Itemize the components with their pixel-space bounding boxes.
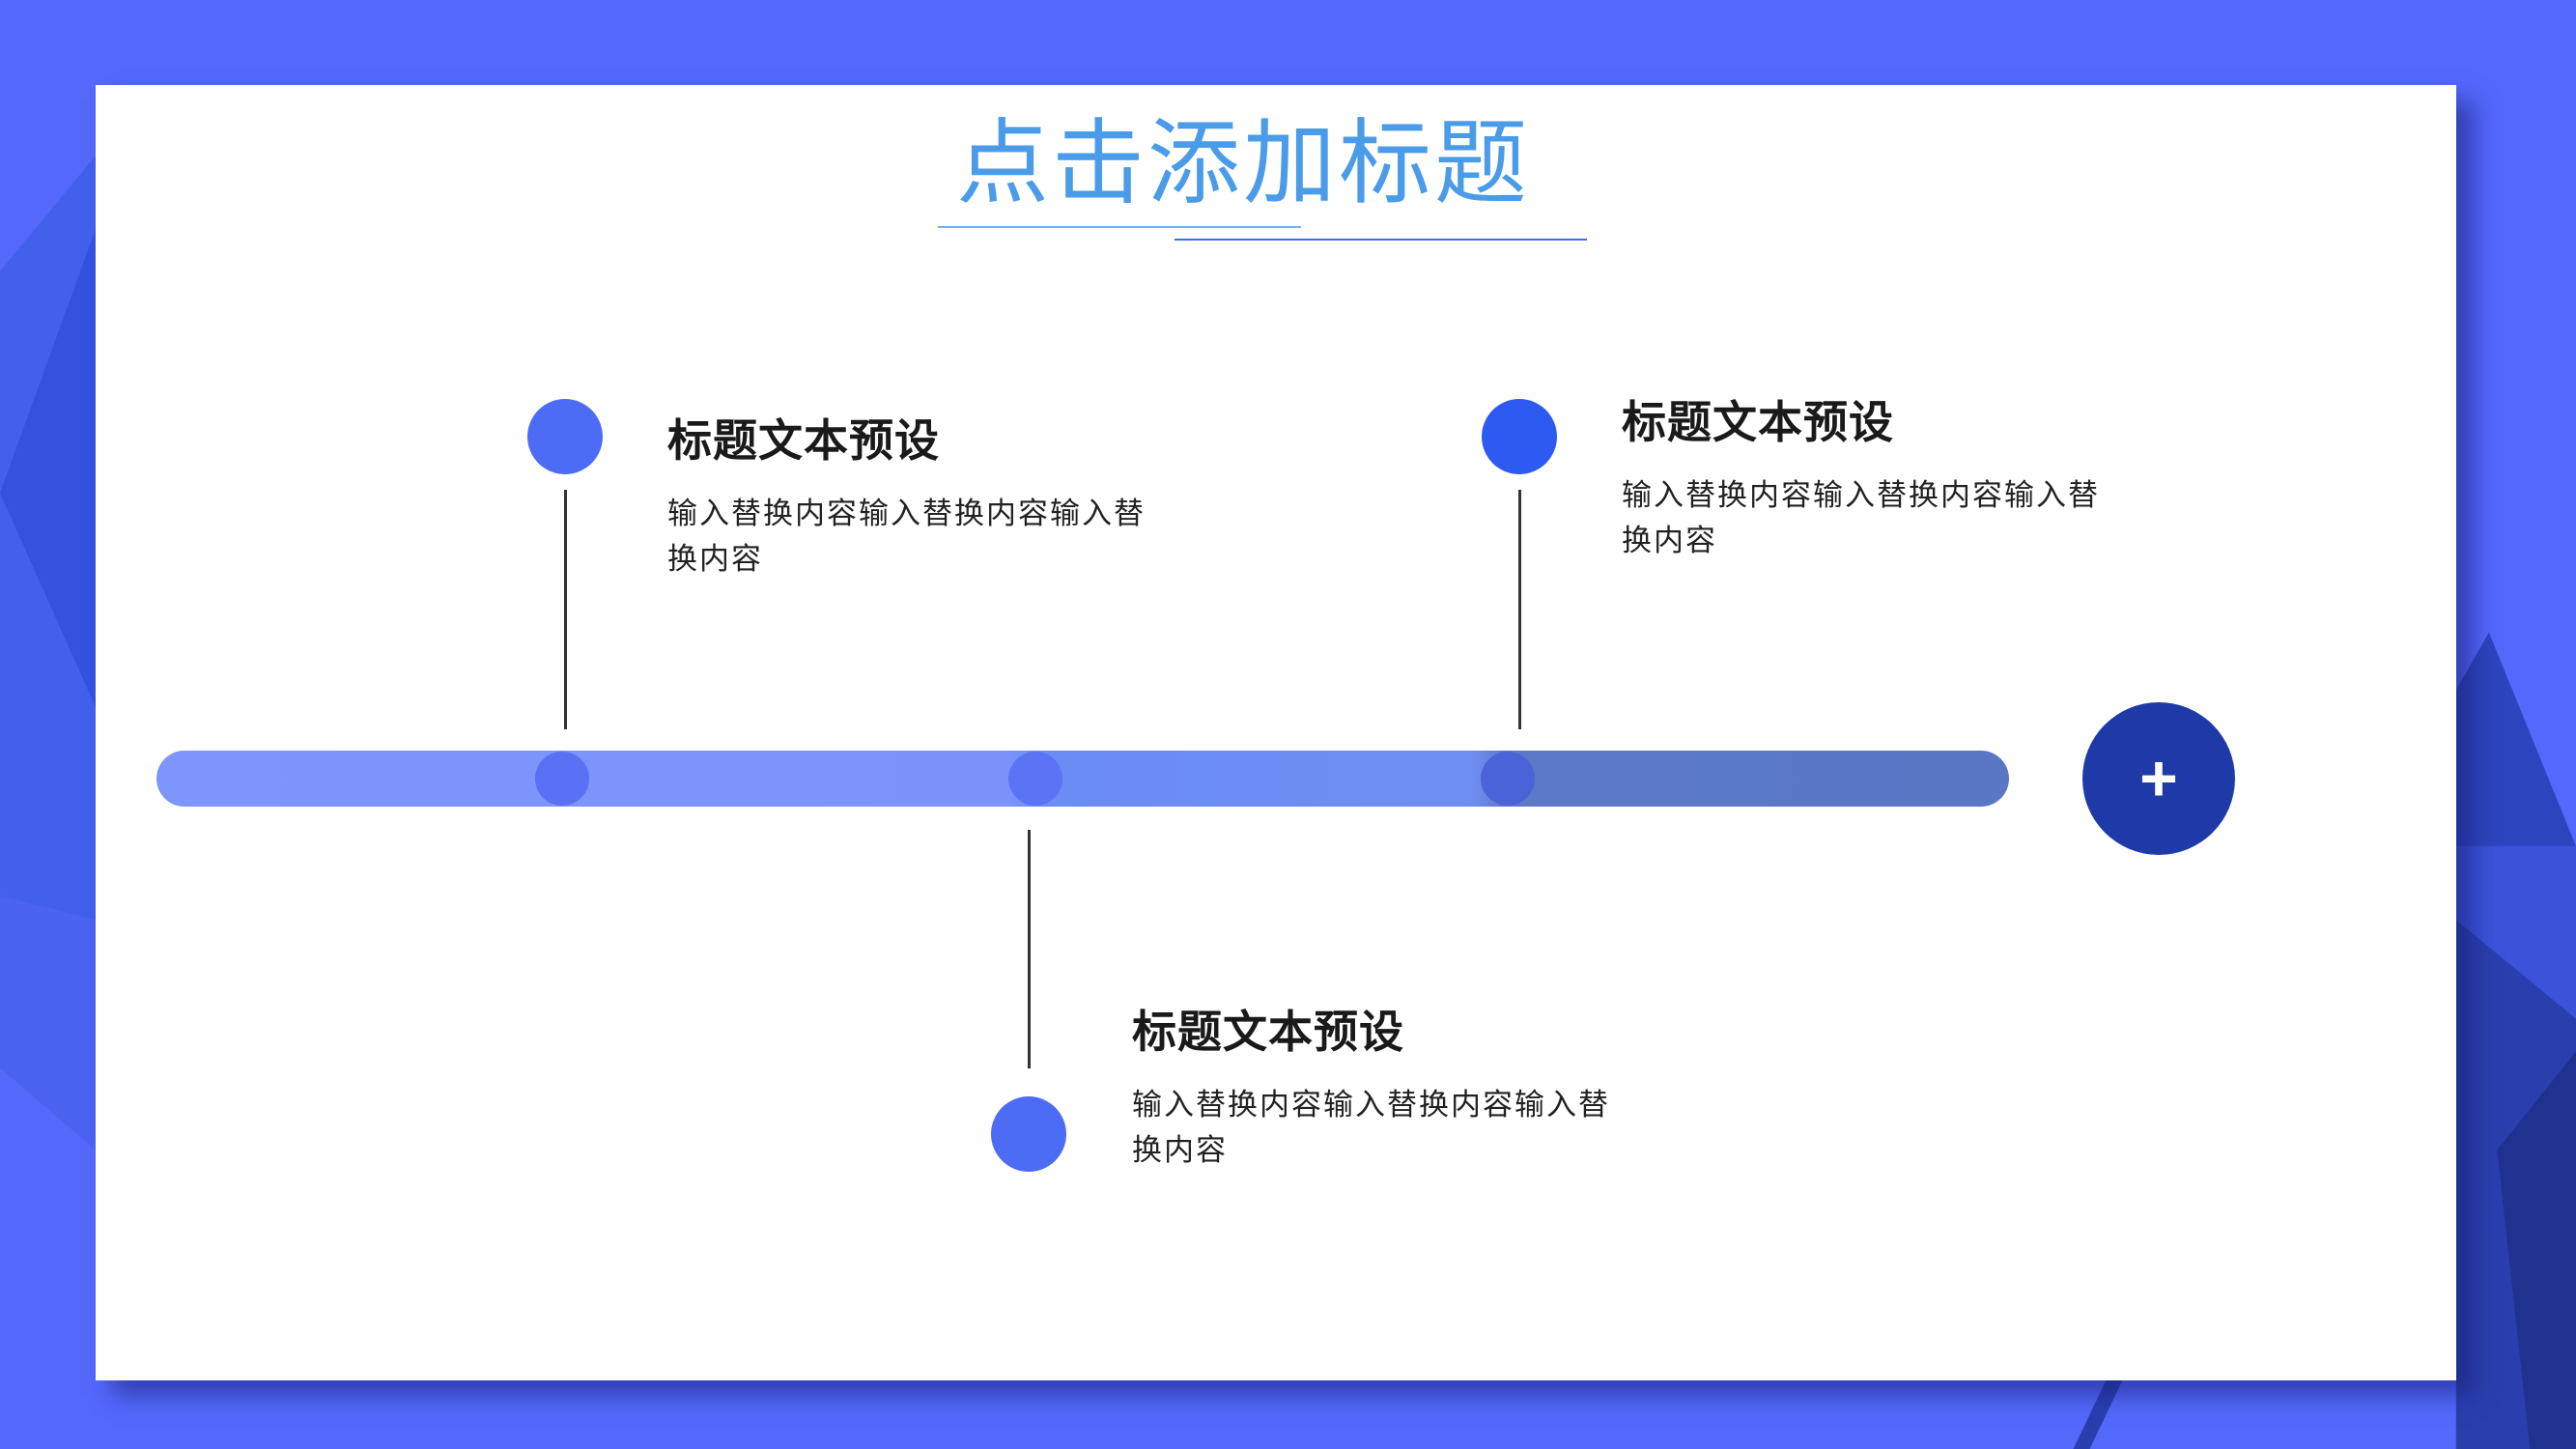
timeline-connector-2	[1518, 490, 1521, 729]
timeline-item-3-body: 输入替换内容输入替换内容输入替换内容	[1132, 1088, 1610, 1167]
slide-title[interactable]: 点击添加标题	[956, 112, 1530, 215]
timeline-item-2-body: 输入替换内容输入替换内容输入替换内容	[1622, 478, 2100, 557]
bg-shape-left-3	[0, 895, 96, 1151]
timeline-item-1-body: 输入替换内容输入替换内容输入替换内容	[667, 497, 1146, 576]
add-button[interactable]: +	[2082, 702, 2235, 855]
bg-shape-left-2	[0, 230, 96, 707]
timeline-item-2-heading: 标题文本预设	[1622, 397, 1894, 447]
timeline-node-2	[1482, 399, 1557, 474]
timeline-node-1	[527, 399, 603, 474]
slide-card	[96, 85, 2456, 1380]
bg-shape-right-2	[2455, 845, 2576, 1019]
timeline-bar-dot-1	[535, 752, 589, 806]
bg-shape-right-4	[2497, 1051, 2576, 1449]
timeline-bar	[156, 751, 2009, 807]
bg-shape-bottom	[2073, 1379, 2123, 1449]
timeline-bar-dot-3	[1481, 752, 1535, 806]
timeline-connector-1	[564, 490, 567, 729]
timeline-item-3-heading: 标题文本预设	[1132, 1007, 1404, 1057]
bg-shape-right-1	[2455, 632, 2576, 846]
timeline-bar-dot-2	[1008, 752, 1062, 806]
timeline-connector-3	[1028, 830, 1031, 1068]
timeline-item-1-heading: 标题文本预设	[667, 415, 940, 466]
title-underline-light	[938, 226, 1301, 228]
plus-icon: +	[2139, 742, 2178, 815]
timeline-node-3	[991, 1096, 1066, 1172]
title-underline-dark	[1175, 239, 1587, 241]
